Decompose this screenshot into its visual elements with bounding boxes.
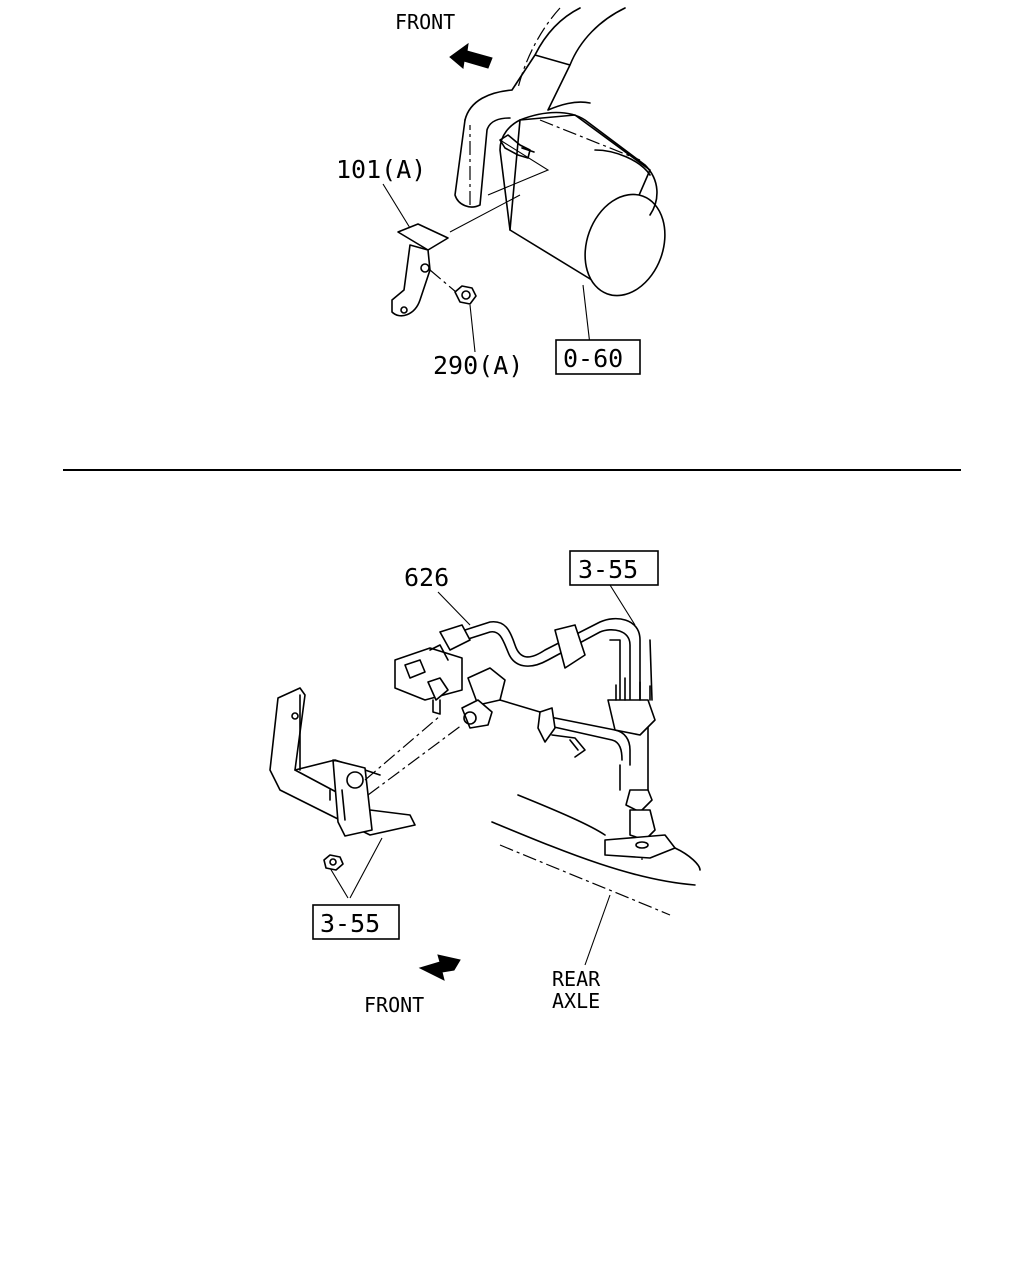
top-front-arrow-icon	[449, 42, 493, 69]
bottom-connector	[461, 667, 541, 729]
top-bolt	[499, 134, 535, 159]
bottom-rear-axle	[491, 794, 701, 916]
top-callout-290a: 290(A)	[433, 351, 523, 380]
bottom-ref-box-lower-label: 3-55	[320, 909, 380, 938]
bottom-assembly: 626 3-55 3-55	[269, 550, 701, 1017]
top-frame-centerline	[517, 7, 561, 89]
top-leader-290a	[469, 304, 476, 353]
bottom-callout-626: 626	[404, 563, 449, 592]
top-frame-rail	[464, 7, 626, 121]
bottom-front-arrow-icon	[418, 954, 461, 981]
bottom-union	[625, 789, 656, 860]
top-ref-box-label: 0-60	[563, 344, 623, 373]
bottom-brake-pipes	[464, 617, 656, 791]
top-callout-101a: 101(A)	[336, 155, 426, 184]
top-nut-290a	[454, 285, 477, 305]
bottom-leader-355-lower	[329, 837, 383, 899]
bottom-leader-rear-axle	[584, 894, 611, 966]
bottom-leader-626	[437, 591, 471, 626]
top-nut-axis	[429, 269, 457, 293]
bottom-ref-box-upper-label: 3-55	[578, 555, 638, 584]
top-ref-box	[555, 339, 641, 375]
rear-axle-label-line1: REAR	[552, 967, 601, 991]
top-bracket-101a	[391, 223, 449, 317]
bottom-ref-box-lower	[312, 904, 400, 940]
bottom-leader-355-upper	[609, 584, 636, 626]
top-frame-side	[454, 117, 511, 208]
bottom-ref-box-upper	[569, 550, 659, 586]
bottom-mounting-bracket	[269, 687, 416, 837]
bottom-explode-dash-2	[367, 724, 463, 796]
bottom-washer	[323, 854, 344, 871]
top-explode-line	[449, 139, 550, 233]
top-front-label: FRONT	[395, 10, 455, 34]
bottom-front-label: FRONT	[364, 993, 424, 1017]
top-tank	[499, 111, 666, 297]
top-assembly: FRONT	[336, 7, 666, 380]
bottom-explode-dash-1	[364, 715, 441, 781]
top-leader-060	[582, 284, 591, 346]
rear-axle-label-line2: AXLE	[552, 989, 600, 1013]
top-leader-101a	[382, 183, 411, 229]
bottom-sensor-626	[394, 624, 471, 715]
